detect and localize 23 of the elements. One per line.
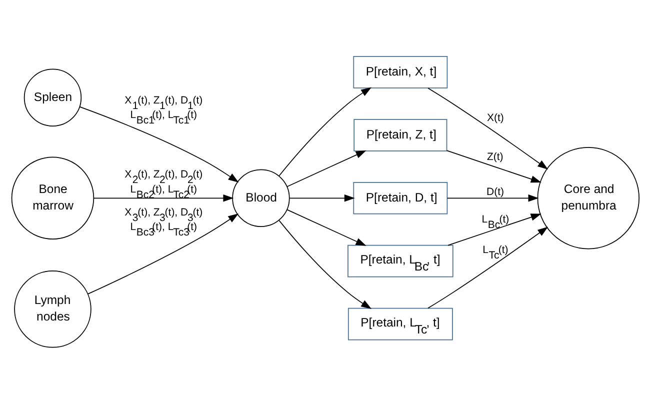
arrow — [428, 87, 548, 169]
arrow — [88, 212, 239, 294]
edge-label: X(t) — [486, 112, 504, 124]
arrow — [448, 213, 542, 246]
arrow — [286, 208, 366, 246]
edge-label: Z(t) — [486, 152, 504, 163]
edge-label: D(t) — [486, 186, 504, 198]
arrow — [428, 226, 548, 308]
node-circle: Spleen — [24, 68, 82, 126]
node-circle: Blood — [232, 168, 290, 226]
node-box: P[retain, D, t] — [353, 181, 448, 214]
arrow — [446, 150, 542, 182]
arrow — [93, 194, 234, 202]
node-circle: Bone marrow — [11, 156, 94, 240]
node-box: P[retain, X, t] — [353, 56, 448, 88]
arrow — [278, 219, 372, 308]
arrow — [286, 150, 366, 187]
arrow — [278, 86, 372, 176]
arrow — [289, 194, 355, 202]
node-circle: Lymph nodes — [14, 270, 92, 348]
node-box: P[retain, Z, t] — [354, 118, 448, 151]
arrow — [79, 106, 239, 182]
arrow — [446, 194, 539, 202]
